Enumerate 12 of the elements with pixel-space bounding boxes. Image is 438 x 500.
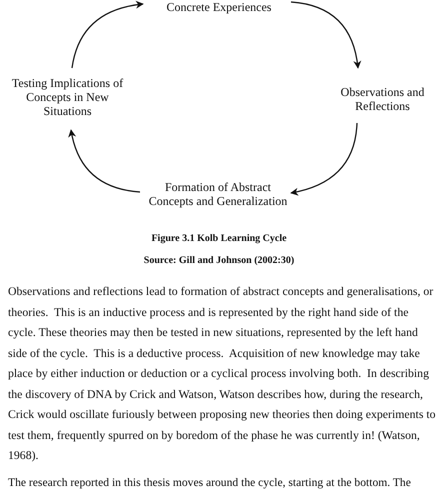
- source-note: Source: Gill and Johnson (2002:30): [142, 255, 296, 266]
- curved-arrow: [290, 122, 358, 196]
- curved-arrow: [71, 1, 144, 68]
- stage-label: Formation of Abstract Concepts and Generalization: [148, 180, 288, 208]
- body-paragraph: The research reported in this thesis moves around the cycle, starting at the bottom. The: [8, 476, 412, 490]
- figure-caption: Figure 3.1 Kolb Learning Cycle: [150, 233, 288, 244]
- body-paragraph: Observations and reflections lead to formation of abstract concepts and generalisations, or theories. This is an inductive process and is represented by the right hand side of the cycle. These theories may then be tested in new situations, represented by the left hand side of the cycle. This is a deductive process. Acquisition of new knowledge may take place by either induction or deduction or a cyclical process involving both. In describing the discovery of DNA by Crick and Watson, Watson describes how, during the research, Crick would oscillate furiously between proposing new theories then doing experiments to test them, frequently spurred on by boredom of the phase he was currently in! (Watson, 1968).: [8, 283, 436, 464]
- stage-label: Testing Implications of Concepts in New Situations: [5, 76, 130, 118]
- curved-arrow: [68, 129, 140, 193]
- curved-arrow: [290, 1, 361, 69]
- stage-label: Observations and Reflections: [335, 85, 430, 113]
- stage-label: Concrete Experiences: [145, 0, 293, 14]
